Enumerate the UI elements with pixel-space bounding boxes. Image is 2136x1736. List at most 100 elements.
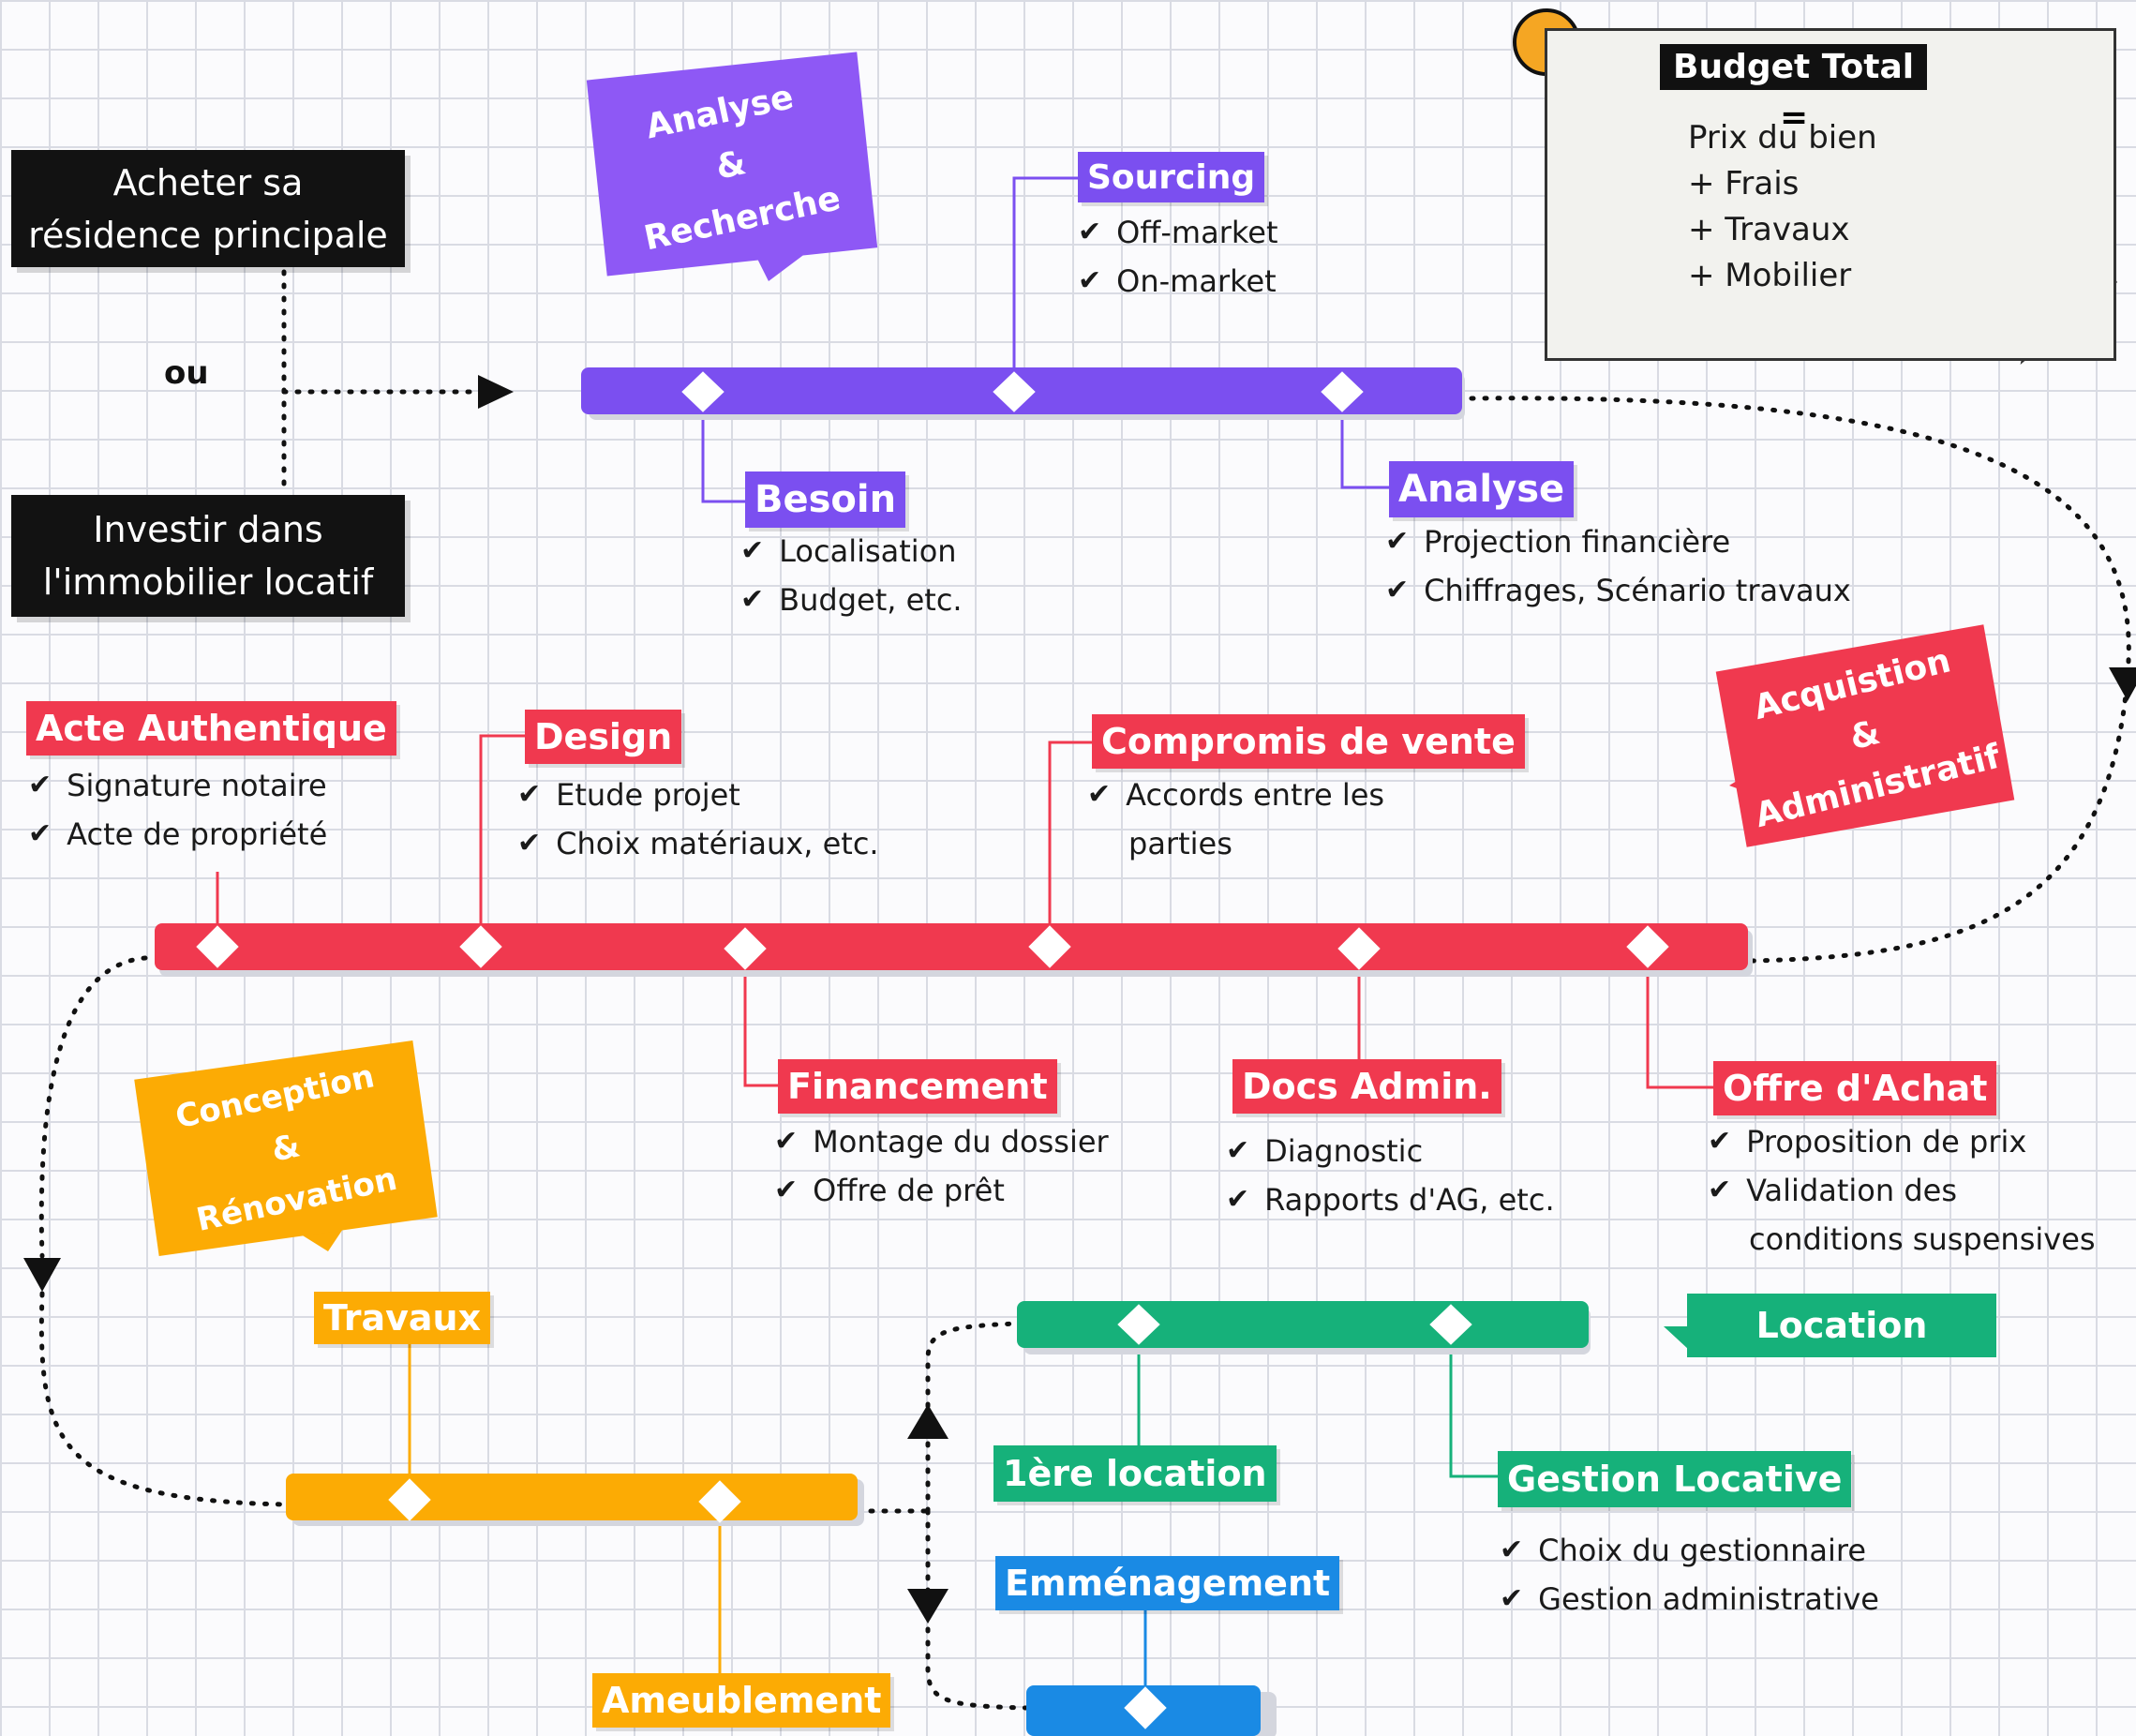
check-icon: ✔ xyxy=(1500,1534,1524,1566)
connector-orange-left xyxy=(38,1291,289,1507)
acte-items: ✔ Signature notaire ✔Acte de propriété xyxy=(28,761,327,859)
analyse-items: ✔ Projection financière ✔ Chiffrages, Scén… xyxy=(1385,517,1851,615)
goal-invest-box: Investir dans l'immobilier locatif xyxy=(11,495,405,617)
budget-equals: = xyxy=(1780,98,1809,137)
item-text: Choix matériaux, etc. xyxy=(556,826,879,861)
design-items: ✔Etude projet ✔Choix matériaux, etc. xyxy=(517,771,879,868)
item-text: Diagnostic xyxy=(1264,1133,1424,1169)
item-text: Rapports d'AG, etc. xyxy=(1264,1182,1555,1218)
list-item: ✔Budget, etc. xyxy=(740,576,963,624)
milestone-design xyxy=(459,925,502,968)
item-text: On-market xyxy=(1116,263,1277,299)
label-ameublement: Ameublement xyxy=(592,1673,891,1728)
goal-buy-line2: résidence principale xyxy=(28,214,388,256)
stem-offre xyxy=(1646,951,1715,1089)
label-besoin: Besoin xyxy=(745,471,906,528)
goal-buy-box: Acheter sa résidence principale xyxy=(11,150,405,267)
list-item: ✔ Signature notaire xyxy=(28,761,327,810)
stem-gestion xyxy=(1449,1326,1498,1478)
check-icon: ✔ xyxy=(774,1125,799,1158)
arrow-down-left-loop xyxy=(23,1258,61,1292)
list-item: ✔Offre de prêt xyxy=(774,1166,1109,1215)
list-item: ✔Montage du dossier xyxy=(774,1117,1109,1166)
milestone-premiere xyxy=(1117,1304,1160,1345)
list-item: ✔ Choix du gestionnaire xyxy=(1500,1526,1879,1575)
item-text: Etude projet xyxy=(556,777,740,813)
stem-sourcing xyxy=(1012,176,1078,392)
conception-box xyxy=(134,1040,438,1256)
milestone-gestion xyxy=(1429,1304,1472,1345)
arrow-right-goals xyxy=(478,375,514,409)
list-item: ✔On-market xyxy=(1078,257,1277,306)
sourcing-items: ✔ Off-market ✔On-market xyxy=(1078,208,1277,306)
item-text: Validation des xyxy=(1746,1173,1957,1208)
item-text: conditions suspensives xyxy=(1749,1221,2096,1257)
check-icon: ✔ xyxy=(1385,525,1410,558)
item-text: Offre de prêt xyxy=(813,1173,1005,1208)
orange-bar xyxy=(286,1474,858,1520)
arrow-down-split xyxy=(907,1589,949,1624)
budget-line: + Mobilier xyxy=(1688,257,1852,294)
check-icon: ✔ xyxy=(28,769,52,801)
dotted-connectors xyxy=(38,269,2131,1711)
item-text: Gestion administrative xyxy=(1538,1581,1879,1617)
list-item: ✔ Rapports d'AG, etc. xyxy=(1226,1175,1555,1224)
label-compromis: Compromis de vente xyxy=(1092,714,1525,769)
stem-financement xyxy=(743,951,778,1087)
milestone-diamonds xyxy=(196,371,1669,1729)
arrowheads xyxy=(23,375,2136,1624)
milestone-docs xyxy=(1337,927,1381,970)
milestone-offre xyxy=(1626,925,1669,968)
arrow-down-right-loop xyxy=(2109,667,2136,701)
list-item: parties xyxy=(1087,819,1384,868)
item-text: Off-market xyxy=(1116,215,1278,250)
budget-note: Budget Total = Prix du bien + Frais + Tr… xyxy=(1545,28,2116,361)
label-offre-achat: Offre d'Achat xyxy=(1713,1061,1997,1115)
item-text: Acte de propriété xyxy=(67,816,328,852)
financement-items: ✔Montage du dossier ✔Offre de prêt xyxy=(774,1117,1109,1215)
item-text: Choix du gestionnaire xyxy=(1538,1533,1866,1568)
besoin-items: ✔Localisation ✔Budget, etc. xyxy=(740,527,963,624)
milestone-financement xyxy=(724,927,767,970)
phase-location-label: Location xyxy=(1755,1305,1928,1346)
label-acte-authentique: Acte Authentique xyxy=(26,701,396,756)
stem-design xyxy=(479,734,525,945)
milestone-emmenagement xyxy=(1124,1686,1167,1729)
item-text: Localisation xyxy=(779,533,957,569)
gestion-items: ✔ Choix du gestionnaire ✔Gestion administ… xyxy=(1500,1526,1879,1624)
stem-besoin xyxy=(701,394,745,503)
list-item: ✔Acte de propriété xyxy=(28,810,327,859)
label-travaux: Travaux xyxy=(314,1292,491,1344)
docs-items: ✔ Diagnostic ✔ Rapports d'AG, etc. xyxy=(1226,1127,1555,1224)
label-financement: Financement xyxy=(778,1059,1057,1114)
list-item: ✔Gestion administrative xyxy=(1500,1575,1879,1624)
milestone-besoin xyxy=(681,371,724,412)
milestone-ameublement xyxy=(698,1480,741,1523)
check-icon: ✔ xyxy=(1226,1134,1250,1167)
green-bar xyxy=(1017,1301,1589,1348)
location-box xyxy=(1687,1294,1996,1357)
offre-items: ✔Proposition de prix ✔Validation des con… xyxy=(1708,1117,2096,1264)
budget-line: + Frais xyxy=(1688,165,1800,202)
item-text: Chiffrages, Scénario travaux xyxy=(1424,573,1851,608)
list-item: ✔Proposition de prix xyxy=(1708,1117,2096,1166)
connector-split-up xyxy=(925,1321,1020,1514)
location-tail xyxy=(1664,1326,1689,1350)
list-item: ✔Validation des xyxy=(1708,1166,2096,1215)
check-icon: ✔ xyxy=(1385,574,1410,606)
check-icon: ✔ xyxy=(1078,216,1102,248)
list-item: ✔Choix matériaux, etc. xyxy=(517,819,879,868)
item-text: Proposition de prix xyxy=(1746,1124,2027,1160)
budget-title: Budget Total xyxy=(1660,44,1928,90)
label-analyse: Analyse xyxy=(1389,461,1575,517)
connector-split-down xyxy=(925,1508,1029,1711)
item-text: Signature notaire xyxy=(67,768,327,803)
connector-red-to-orange xyxy=(38,955,148,1259)
list-item: ✔ Off-market xyxy=(1078,208,1277,257)
check-icon: ✔ xyxy=(1226,1183,1250,1216)
connector-purple-to-red xyxy=(1469,396,2131,964)
item-text: Projection financière xyxy=(1424,524,1731,560)
list-item: ✔Accords entre les xyxy=(1087,771,1384,819)
stem-compromis xyxy=(1048,741,1092,945)
